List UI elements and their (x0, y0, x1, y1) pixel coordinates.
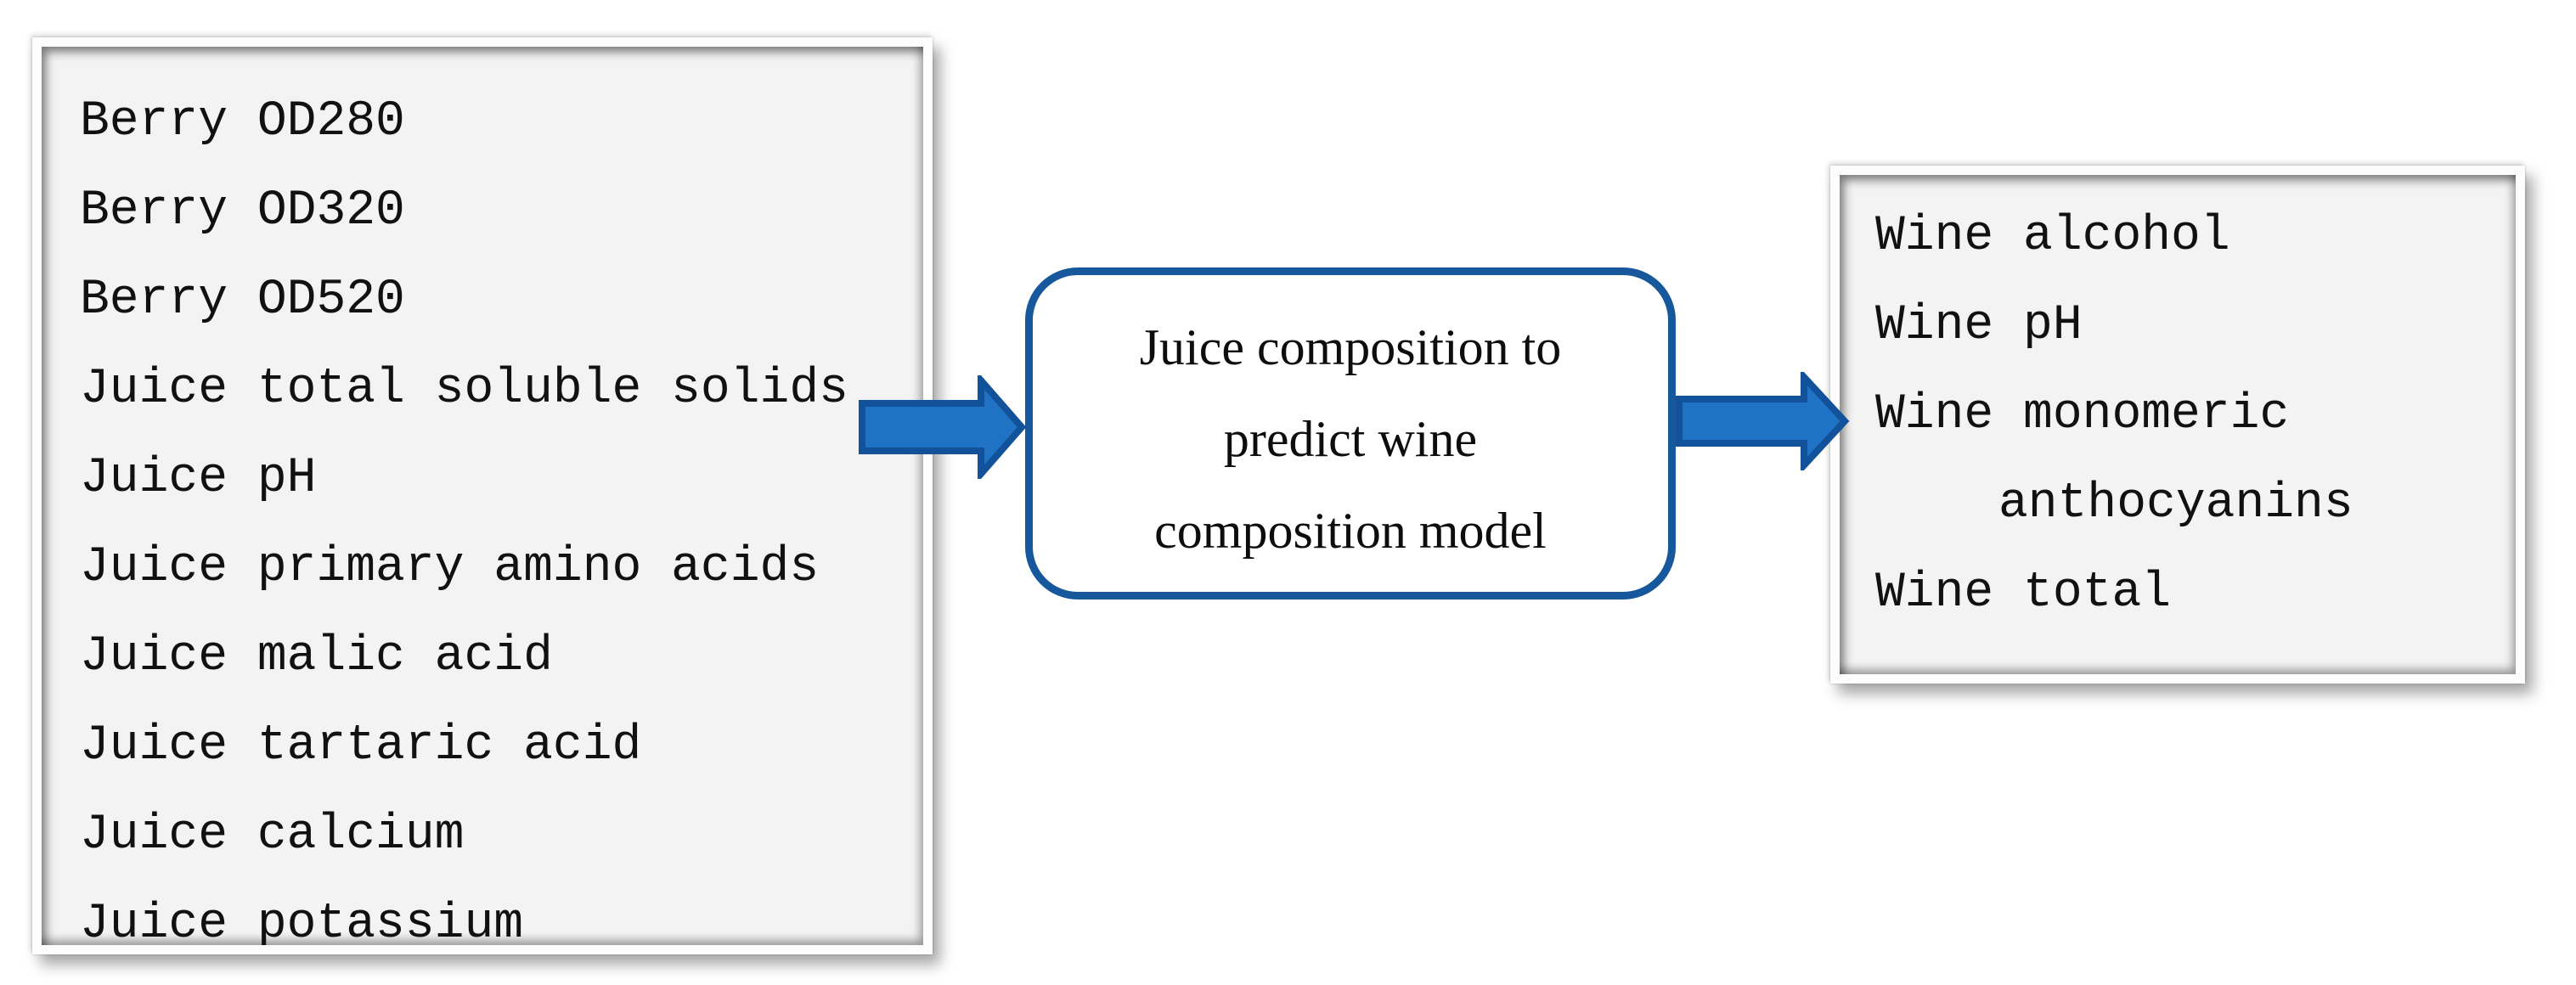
inputs-panel-surface: Berry OD280 Berry OD320 Berry OD520 Juic… (42, 47, 923, 945)
input-item: Berry OD520 (80, 273, 405, 328)
input-item: Juice calcium (80, 808, 465, 863)
outputs-panel: Wine alcohol Wine pH Wine monomeric anth… (1830, 166, 2525, 684)
inputs-to-model-arrow-icon (859, 375, 1027, 479)
output-item: Wine alcohol (1875, 209, 2230, 264)
model-box-label-line: predict wine (1223, 410, 1478, 467)
output-item: Wine pH (1875, 298, 2083, 353)
output-item: Wine monomeric (1875, 387, 2290, 442)
model-box: Juice composition to predict wine compos… (1025, 267, 1676, 599)
inputs-panel: Berry OD280 Berry OD320 Berry OD520 Juic… (32, 37, 933, 954)
model-to-outputs-arrow-icon (1676, 372, 1850, 470)
input-item: Juice pH (80, 451, 317, 506)
input-item: Berry OD280 (80, 94, 405, 149)
input-item: Juice tartaric acid (80, 718, 642, 774)
input-item: Juice malic acid (80, 629, 553, 684)
model-box-label-line: Juice composition to (1139, 318, 1562, 375)
outputs-panel-surface: Wine alcohol Wine pH Wine monomeric anth… (1840, 175, 2516, 674)
input-item: Berry OD320 (80, 183, 405, 239)
model-box-label-line: composition model (1154, 502, 1547, 559)
output-item-wrap: anthocyanins (1998, 476, 2353, 532)
input-item: Juice potassium (80, 897, 524, 945)
output-item: Wine total (1875, 566, 2172, 621)
input-item: Juice primary amino acids (80, 540, 820, 595)
input-item: Juice total soluble solids (80, 362, 848, 417)
